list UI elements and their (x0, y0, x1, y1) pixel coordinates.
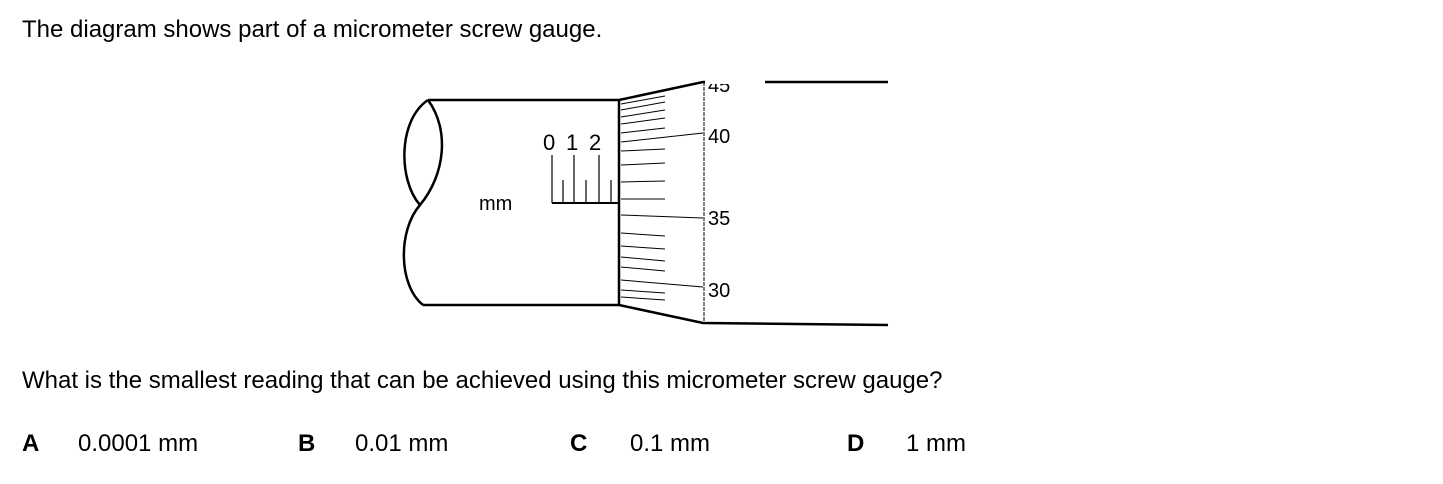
option-text: 0.1 mm (630, 430, 711, 457)
unit-label: mm (479, 193, 512, 215)
option-letter: B (298, 430, 316, 457)
thimble-graduation (620, 95, 666, 105)
option-letter: C (570, 430, 588, 457)
thimble-graduation (620, 132, 704, 143)
thimble-graduation (620, 148, 666, 152)
thimble-graduation (620, 109, 666, 118)
option-text: 1 mm (906, 430, 966, 457)
option-letter: A (22, 430, 40, 457)
thimble-graduation (620, 256, 666, 262)
option-text: 0.0001 mm (78, 430, 199, 457)
question-text: What is the smallest reading that can be… (22, 367, 943, 394)
break-curve (402, 98, 444, 306)
thimble-scale (620, 95, 704, 301)
thimble-graduation (620, 232, 666, 237)
sleeve-label-0: 0 (543, 130, 555, 155)
thimble-graduation (620, 279, 704, 288)
thimble-graduation (620, 214, 704, 219)
thimble-label-45: 45 (708, 75, 730, 97)
thimble-graduation (620, 117, 666, 125)
option-letter: D (847, 430, 865, 457)
sleeve-label-1: 1 (566, 130, 578, 155)
sleeve-label-2: 2 (589, 130, 601, 155)
thimble-graduation (620, 266, 666, 272)
thimble-graduation (620, 296, 666, 301)
thimble-graduation (620, 127, 666, 134)
thimble-label-40: 40 (708, 126, 730, 148)
thimble-graduation (620, 289, 666, 294)
thimble-graduation (620, 101, 666, 111)
thimble-graduation (620, 180, 666, 183)
label-mask (705, 78, 765, 84)
sleeve-scale (551, 155, 619, 204)
thimble-outline (618, 80, 889, 327)
thimble-label-30: 30 (708, 280, 730, 302)
thimble-graduation (620, 162, 666, 166)
intro-text: The diagram shows part of a micrometer s… (22, 16, 603, 43)
option-text: 0.01 mm (355, 430, 449, 457)
thimble-graduation (620, 245, 666, 250)
thimble-label-35: 35 (708, 208, 730, 230)
